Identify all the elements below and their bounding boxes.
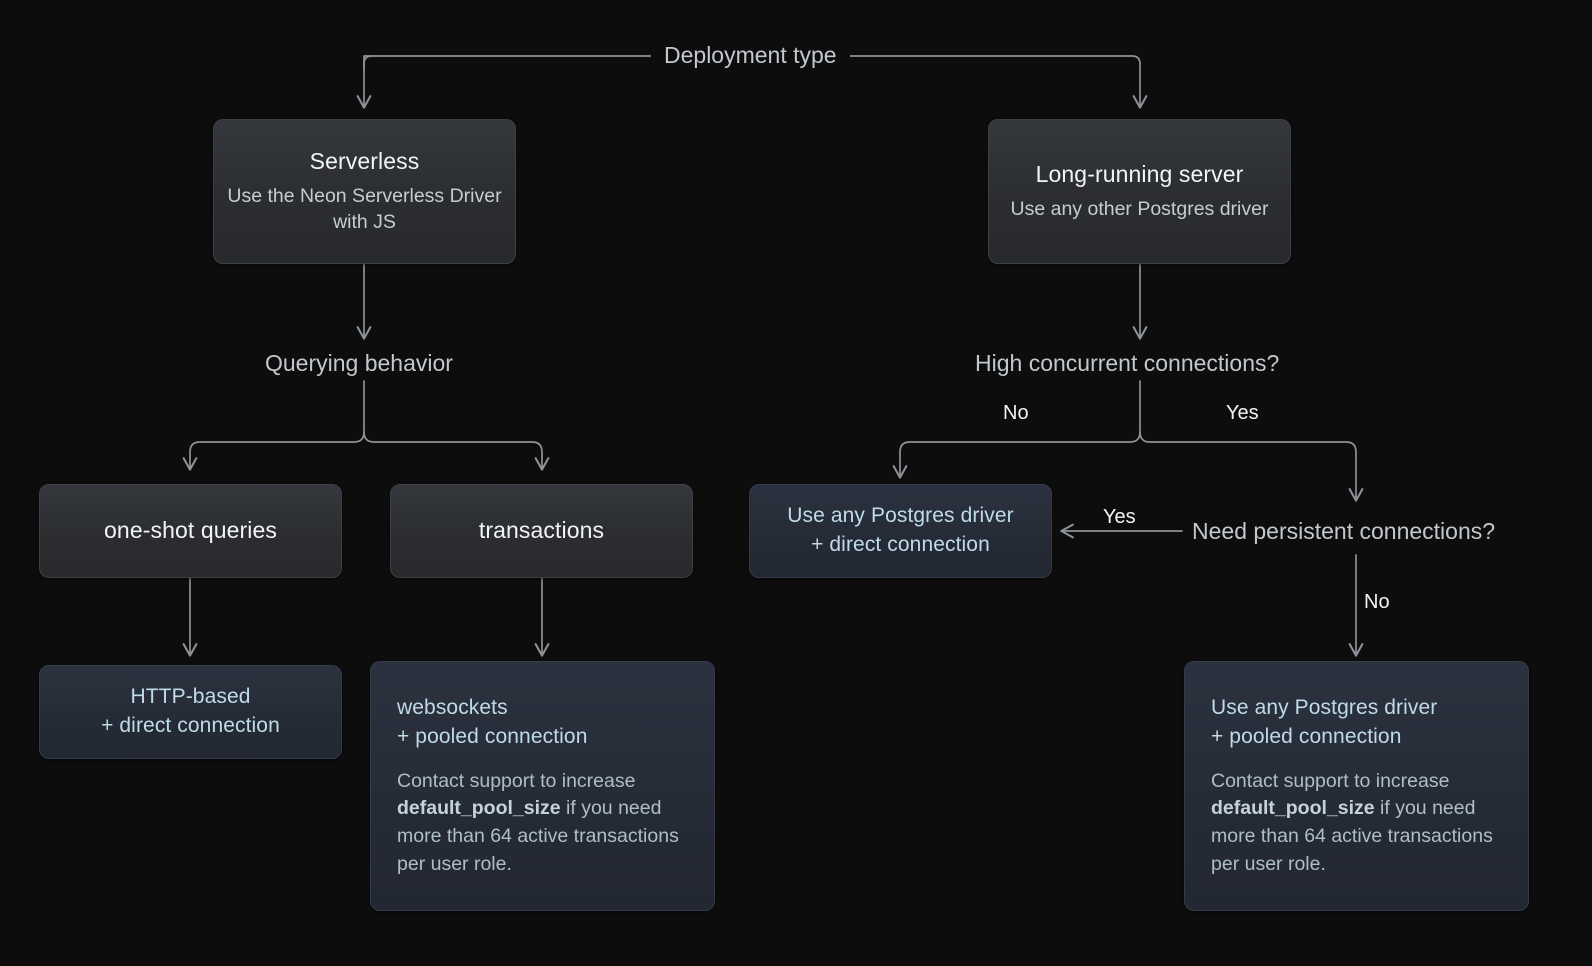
edge-label-concurrent-yes: Yes xyxy=(1226,402,1259,424)
node-postgres-direct-line1: Use any Postgres driver xyxy=(787,504,1014,528)
node-postgres-pooled-note-prefix: Contact support to increase xyxy=(1211,769,1450,792)
node-postgres-pooled-note-suffix: if you need more than 64 active transact… xyxy=(1211,797,1493,875)
edge-label-persistent-no: No xyxy=(1364,591,1390,613)
node-http-based-line2: + direct connection xyxy=(101,714,280,737)
node-http-based-line1: HTTP-based xyxy=(130,685,251,709)
root-question-label: Deployment type xyxy=(651,44,850,67)
node-websockets-note-suffix: if you need more than 64 active transact… xyxy=(397,797,679,875)
question-need-persistent-connections: Need persistent connections? xyxy=(1192,518,1496,544)
node-websockets-note-code: default_pool_size xyxy=(397,797,561,820)
node-postgres-direct-line2: + direct connection xyxy=(811,533,990,556)
node-websockets-line2: + pooled connection xyxy=(397,724,588,748)
node-postgres-driver-pooled-connection[interactable]: Use any Postgres driver + pooled connect… xyxy=(1184,661,1529,911)
node-websockets-pooled-connection[interactable]: websockets + pooled connection Contact s… xyxy=(370,661,715,911)
node-long-running-server-subtitle: Use any other Postgres driver xyxy=(1010,197,1269,220)
question-high-concurrent-connections: High concurrent connections? xyxy=(975,350,1280,376)
node-serverless-title: Serverless xyxy=(309,148,420,175)
node-postgres-driver-direct-connection[interactable]: Use any Postgres driver + direct connect… xyxy=(749,484,1052,578)
node-websockets-note: Contact support to increase default_pool… xyxy=(397,768,688,879)
node-long-running-server-title: Long-running server xyxy=(1035,161,1244,188)
node-postgres-pooled-note: Contact support to increase default_pool… xyxy=(1211,768,1502,879)
node-websockets-note-prefix: Contact support to increase xyxy=(397,769,636,792)
node-transactions-label: transactions xyxy=(478,517,605,544)
node-postgres-pooled-note-code: default_pool_size xyxy=(1211,797,1375,820)
node-postgres-pooled-line1: Use any Postgres driver xyxy=(1211,695,1438,719)
node-one-shot-queries[interactable]: one-shot queries xyxy=(39,484,342,578)
node-postgres-pooled-line2: + pooled connection xyxy=(1211,724,1402,748)
node-serverless[interactable]: Serverless Use the Neon Serverless Drive… xyxy=(213,119,516,264)
node-transactions[interactable]: transactions xyxy=(390,484,693,578)
edge-label-persistent-yes: Yes xyxy=(1103,506,1136,528)
edge-label-concurrent-no: No xyxy=(1003,402,1029,424)
node-http-based-direct-connection[interactable]: HTTP-based + direct connection xyxy=(39,665,342,759)
node-long-running-server[interactable]: Long-running server Use any other Postgr… xyxy=(988,119,1291,264)
node-one-shot-queries-label: one-shot queries xyxy=(104,517,277,544)
node-serverless-subtitle: Use the Neon Serverless Driver with JS xyxy=(227,184,502,233)
node-websockets-line1: websockets xyxy=(397,695,508,719)
question-querying-behavior: Querying behavior xyxy=(265,350,453,376)
